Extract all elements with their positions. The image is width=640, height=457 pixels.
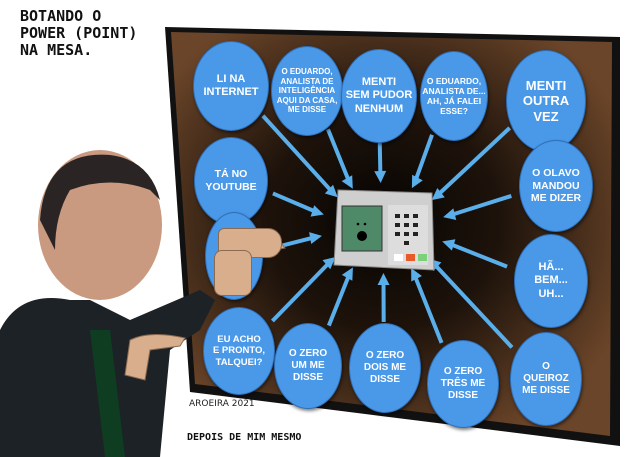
arrow [412,134,434,184]
arrow [261,114,335,195]
arrow-head [322,256,336,270]
speech-bubble: MENTI OUTRA VEZ [506,50,586,152]
politician-figure [0,150,286,457]
arrow-head [310,205,324,217]
arrow [326,271,352,327]
arrow [448,194,512,218]
arrow [377,139,383,178]
arrow-head [341,175,353,189]
cartoon-caption: DEPOIS DE MIM MESMO [187,432,302,443]
artist-signature: AROEIRA 2021 [189,399,255,409]
arrow [431,261,514,349]
arrow-head [411,268,422,282]
speech-bubble: O EDUARDO, ANALISTA DE... AH, JÁ FALEI E… [420,51,488,141]
speech-bubble: LI NA INTERNET [193,41,269,131]
arrow-head [374,170,387,184]
speech-bubble: O OLAVO MANDOU ME DIZER [519,140,593,232]
speech-bubble: O QUEIROZ ME DISSE [510,332,582,426]
arrow-head [442,239,456,251]
arrow [412,272,444,344]
speech-bubble: MENTI SEM PUDOR NENHUM [341,49,417,143]
speech-bubble: HÃ... BEM... UH... [514,234,588,328]
arrow-head [341,267,353,281]
cartoon-title: BOTANDO O POWER (POINT) NA MESA. [20,7,138,59]
arrow-head [324,184,338,198]
speech-bubble: EU ACHO E PRONTO, TALQUEI? [203,307,275,395]
arrow [447,241,508,269]
arrow-head [309,232,322,244]
speech-bubble: O ZERO TRÊS ME DISSE [427,340,499,428]
arrow [434,126,512,198]
arrow [270,259,333,323]
arrow-head [431,187,445,201]
speech-bubble: O ZERO UM ME DISSE [274,323,342,409]
arrow-head [443,208,457,220]
arrow [326,128,352,185]
arrow [272,191,319,215]
voting-machine [333,189,435,271]
arrow-head [377,272,390,286]
speech-bubble: O EDUARDO, ANALISTA DE INTELIGÊNCIA AQUI… [271,46,343,136]
speech-bubble: O ZERO DOIS ME DISSE [349,323,421,413]
fist [214,250,252,296]
arrow-head [411,174,423,189]
